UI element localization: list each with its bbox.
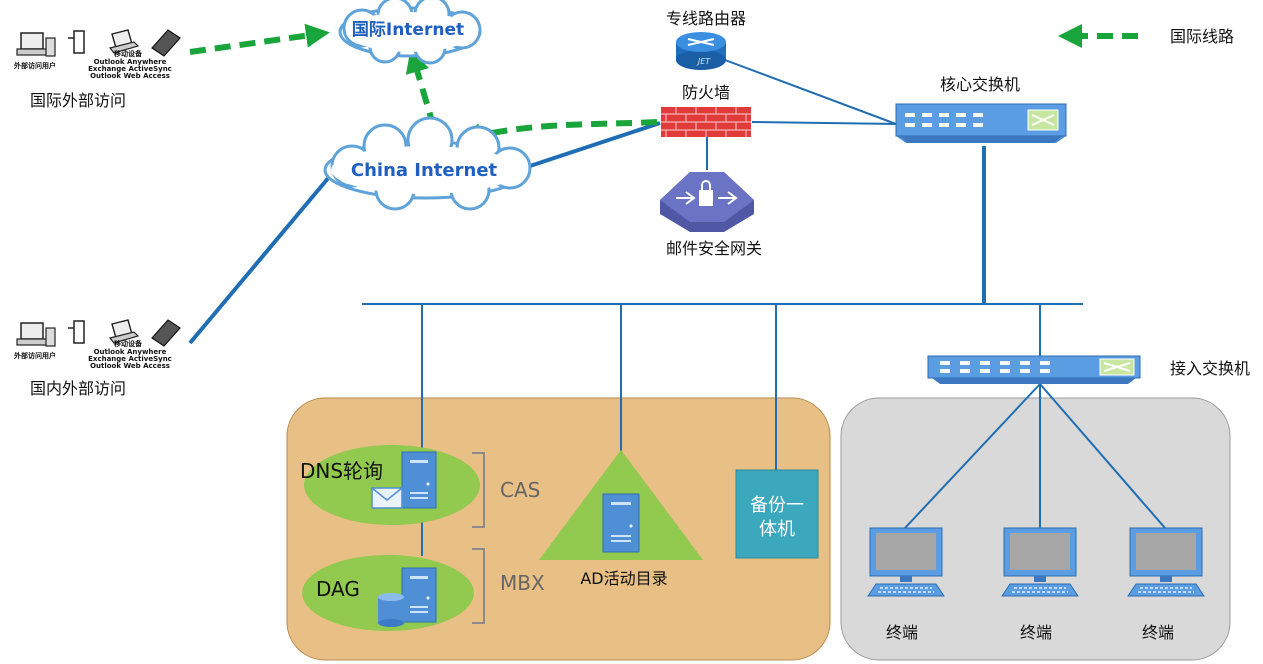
firewall-icon [661, 107, 751, 137]
backup-label-line2: 体机 [759, 519, 795, 540]
access-switch-icon [927, 355, 1141, 384]
laptop-icon [108, 29, 140, 54]
ad-server-icon [602, 493, 640, 553]
mbx-group: DAG MBX [302, 548, 545, 631]
owa-label: Outlook Web Access [90, 362, 170, 370]
core-switch-label: 核心交换机 [940, 75, 1020, 94]
domestic-access-devices: 外部访问用户 移动设备 Outlook Anywhere Exchange Ac… [14, 319, 181, 370]
terminal-icon [1001, 527, 1079, 597]
firewall-label: 防火墙 [682, 83, 730, 102]
terminal-2: 终端 [1001, 527, 1079, 642]
phone-icon [151, 29, 181, 57]
ad-label: AD活动目录 [580, 569, 667, 588]
access-switch-label: 接入交换机 [1170, 359, 1250, 378]
terminal-3: 终端 [1127, 527, 1205, 642]
legend: 国际线路 [1170, 27, 1234, 46]
china-internet-label: China Internet [351, 160, 498, 181]
cas-server-icon [401, 451, 437, 509]
terminal-1: 终端 [867, 527, 945, 642]
backup-label-line1: 备份一 [750, 495, 804, 516]
backup-appliance: 备份一 体机 [735, 469, 819, 559]
outlook-anywhere-label: Outlook Anywhere [94, 58, 167, 66]
terminal-3-label: 终端 [1142, 623, 1174, 642]
access-switch-node: 接入交换机 [927, 355, 1250, 384]
ad-group: AD活动目录 [539, 450, 703, 588]
activesync-label: Exchange ActiveSync [88, 355, 172, 363]
intl-access-devices: 外部访问用户 移动设备 Outlook Anywhere Exchange Ac… [14, 29, 181, 80]
core-switch-node: 核心交换机 [895, 75, 1067, 143]
phone-icon [151, 319, 181, 347]
router-badge: JET [696, 57, 711, 66]
pda-icon [68, 320, 85, 344]
desktop-icon [16, 322, 56, 347]
mobile-label: 移动设备 [114, 49, 143, 58]
router-icon: JET [676, 32, 726, 70]
mbx-label: MBX [500, 571, 545, 595]
mail-gateway-icon [660, 172, 754, 232]
outlook-anywhere-label: Outlook Anywhere [94, 348, 167, 356]
cas-group: DNS轮询 CAS [300, 445, 540, 528]
terminal-2-label: 终端 [1020, 623, 1052, 642]
mail-gateway-node: 邮件安全网关 [660, 172, 762, 258]
china-internet-cloud: China Internet [323, 116, 532, 211]
laptop-icon [108, 319, 140, 344]
external-users-label: 外部访问用户 [14, 351, 56, 360]
mail-envelope-icon [371, 487, 403, 509]
core-switch-icon [895, 103, 1067, 143]
router-node: 专线路由器 JET [666, 9, 746, 70]
activesync-label: Exchange ActiveSync [88, 65, 172, 73]
pda-icon [68, 30, 85, 54]
domestic-access-title: 国内外部访问 [30, 379, 126, 398]
terminal-icon [1127, 527, 1205, 597]
dns-label: DNS轮询 [300, 459, 383, 483]
cas-label: CAS [500, 478, 540, 502]
external-users-label: 外部访问用户 [14, 61, 56, 70]
mobile-label: 移动设备 [114, 339, 143, 348]
intl-internet-cloud: 国际Internet [338, 0, 482, 65]
desktop-icon [16, 32, 56, 57]
mbx-server-icon [401, 567, 437, 623]
router-label: 专线路由器 [666, 9, 746, 28]
intl-access-title: 国际外部访问 [30, 91, 126, 110]
mail-gateway-label: 邮件安全网关 [666, 239, 762, 258]
intl-internet-label: 国际Internet [352, 20, 464, 40]
terminal-1-label: 终端 [886, 623, 918, 642]
terminal-icon [867, 527, 945, 597]
owa-label: Outlook Web Access [90, 72, 170, 80]
firewall-node: 防火墙 [661, 83, 751, 137]
legend-intl-line-label: 国际线路 [1170, 27, 1234, 46]
dag-label: DAG [316, 577, 360, 601]
database-icon [378, 593, 404, 627]
